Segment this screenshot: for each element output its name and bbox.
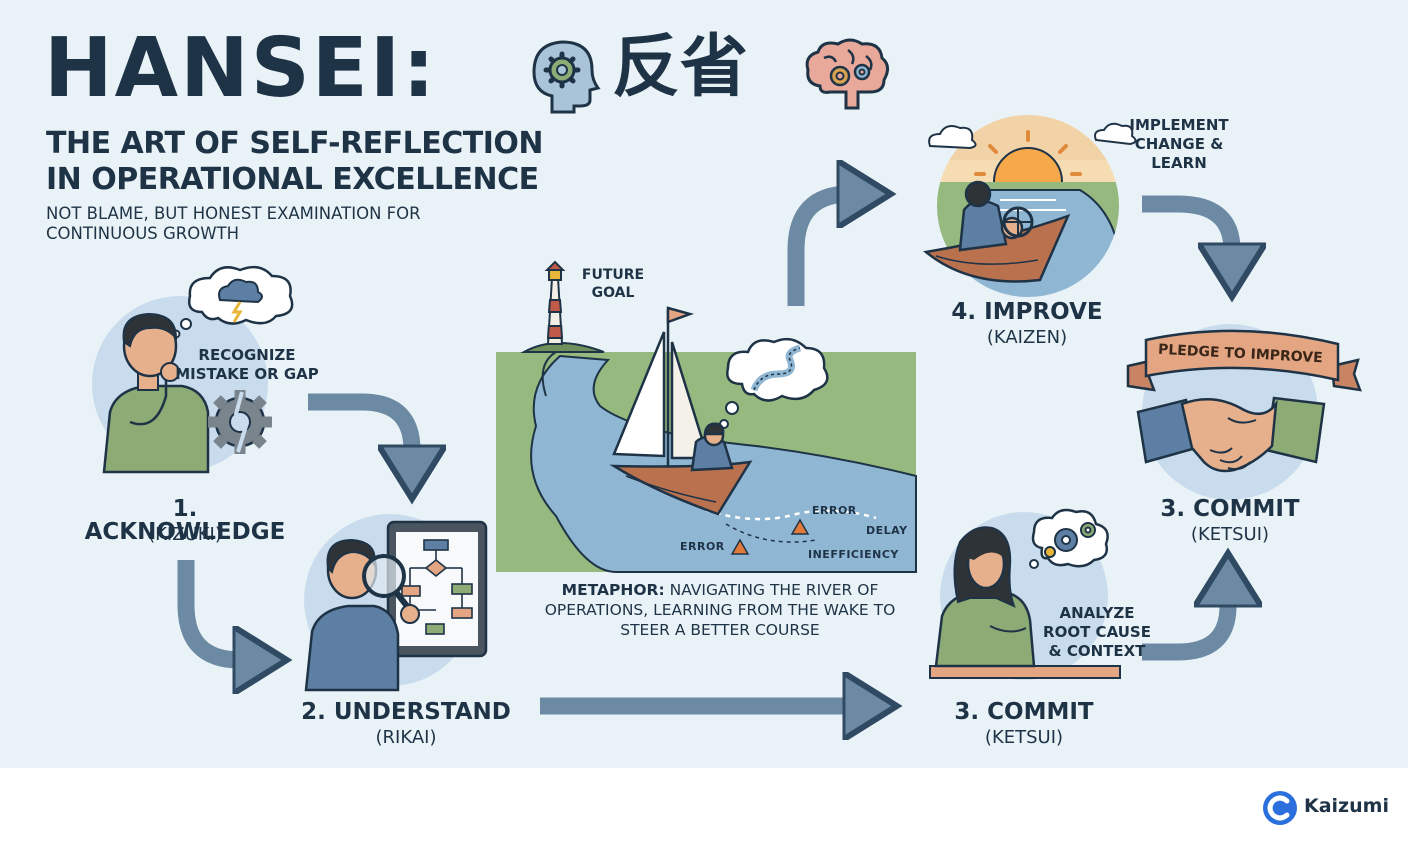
subtitle-line-1: THE ART OF SELF-REFLECTION [46, 126, 544, 161]
improve-note: IMPLEMENT CHANGE & LEARN [1116, 116, 1242, 173]
improve-note-line-1: IMPLEMENT [1129, 116, 1229, 134]
tag-inefficiency: INEFFICIENCY [808, 548, 899, 561]
arrow-river-to-improve [787, 194, 862, 306]
understand-sub: (RIKAI) [375, 727, 437, 748]
tag-delay: DELAY [866, 524, 908, 537]
arrow-improve-to-pledge [1142, 195, 1232, 268]
storm-cloud-icon [218, 278, 263, 304]
brand-name: Kaizumi [1304, 795, 1389, 817]
metaphor-caption: METAPHOR: NAVIGATING THE RIVER OF OPERAT… [532, 580, 908, 640]
commit-right-sub: (KETSUI) [1190, 524, 1270, 545]
arrow-acknowledge-to-understand [308, 393, 412, 470]
acknowledge-note-line-1: RECOGNIZE [198, 346, 296, 364]
arrow-commit-to-pledge [1142, 582, 1228, 661]
cloud-icon [1094, 122, 1137, 146]
acknowledge-note: RECOGNIZE MISTAKE OR GAP [172, 346, 322, 384]
improve-note-line-3: LEARN [1151, 154, 1207, 172]
kaizumi-logo-icon [1263, 791, 1297, 825]
river-scene [496, 260, 917, 573]
head-gear-icon [532, 40, 601, 114]
broken-gear-icon [208, 390, 272, 454]
pledge-banner [1126, 329, 1362, 392]
flow-arrows [177, 0, 1408, 768]
gears-icon [1044, 522, 1096, 558]
understand-label: 2. UNDERSTAND [301, 699, 511, 725]
commit-analysis-line-2: ROOT CAUSE [1043, 623, 1151, 641]
understand-illustration [304, 514, 488, 692]
lighthouse-icon [544, 260, 566, 345]
acknowledge-illustration [92, 265, 294, 474]
acknowledge-label: 1. ACKNOWLEDGE [84, 496, 286, 545]
metaphor-label: METAPHOR: [561, 581, 665, 599]
sailboat-icon [609, 306, 753, 516]
future-goal-line-1: FUTURE [581, 267, 645, 283]
future-goal-line-2: GOAL [591, 285, 635, 301]
tagline: NOT BLAME, BUT HONEST EXAMINATION FOR CO… [46, 204, 421, 243]
improve-note-line-2: CHANGE & [1134, 135, 1224, 153]
future-goal-label: FUTURE GOAL [576, 266, 650, 302]
commit-bottom-label: 3. COMMIT [954, 699, 1094, 725]
improve-sub: (KAIZEN) [986, 327, 1068, 348]
subtitle-line-2: IN OPERATIONAL EXCELLENCE [46, 162, 539, 197]
kanji-title: 反省 [612, 28, 749, 107]
improve-illustration [923, 113, 1137, 299]
acknowledge-note-line-2: MISTAKE OR GAP [175, 365, 319, 383]
commit-analysis-note: ANALYZE ROOT CAUSE & CONTEXT [1022, 604, 1172, 661]
commit-analysis-illustration [929, 508, 1121, 680]
metaphor-text: NAVIGATING THE RIVER OF OPERATIONS, LEAR… [544, 581, 896, 639]
pledge-illustration [1126, 324, 1362, 500]
cloud-icon [928, 125, 977, 150]
tag-error-1: ERROR [812, 504, 857, 517]
acknowledge-sub: (KIZUKI) [148, 524, 222, 545]
commit-analysis-line-1: ANALYZE [1059, 604, 1135, 622]
tag-error-2: ERROR [680, 540, 725, 553]
improve-label: 4. IMPROVE [951, 299, 1103, 325]
subtitle: THE ART OF SELF-REFLECTION IN OPERATIONA… [46, 126, 544, 198]
commit-right-label: 3. COMMIT [1160, 496, 1300, 522]
infographic-canvas: HANSEI: 反省 THE ART OF SELF-REFLECTION IN… [0, 0, 1408, 768]
brain-gears-icon [805, 38, 889, 110]
commit-bottom-sub: (KETSUI) [984, 727, 1064, 748]
commit-analysis-line-3: & CONTEXT [1048, 642, 1146, 660]
handshake-icon [1136, 396, 1326, 473]
footer [0, 768, 1408, 851]
page-title: HANSEI: [44, 21, 438, 116]
arrow-kizuki-to-understand [177, 560, 258, 660]
